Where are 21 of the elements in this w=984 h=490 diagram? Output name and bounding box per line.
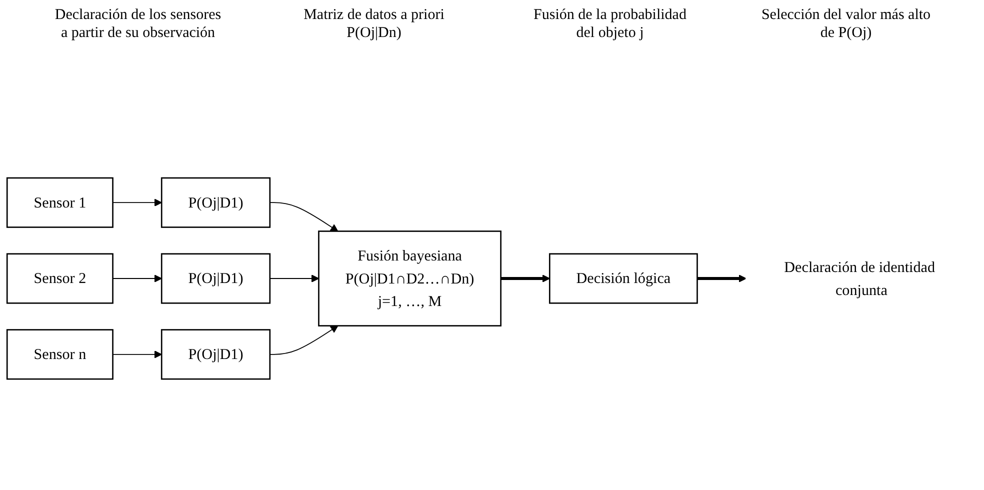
- arrow: [112, 198, 162, 206]
- arrow: [269, 274, 320, 282]
- node-box: P(Oj|D1): [160, 253, 271, 304]
- arrow: [269, 202, 338, 232]
- column-heading: Matriz de datos a priori P(Oj|Dn): [302, 6, 446, 43]
- column-heading: Declaración de los sensores a partir de su observación: [54, 6, 222, 43]
- arrow: [500, 274, 550, 282]
- column-heading: Selección del valor más alto de P(Oj): [761, 6, 931, 43]
- column-heading: Fusión de la probabilidad del objeto j: [532, 6, 688, 43]
- node-box: Decisión lógica: [548, 253, 698, 304]
- arrow: [112, 350, 162, 358]
- node-box: Sensor 2: [6, 253, 114, 304]
- arrow: [112, 274, 162, 282]
- node-box: Sensor n: [6, 329, 114, 380]
- node-box: P(Oj|D1): [160, 329, 271, 380]
- node-box: Fusión bayesiana P(Oj|D1∩D2…∩Dn) j=1, …, M: [318, 230, 502, 326]
- node-text: Declaración de identidad conjunta: [784, 258, 936, 298]
- arrow: [269, 325, 338, 355]
- arrow: [697, 274, 746, 282]
- node-box: Sensor 1: [6, 177, 114, 228]
- node-box: P(Oj|D1): [160, 177, 271, 228]
